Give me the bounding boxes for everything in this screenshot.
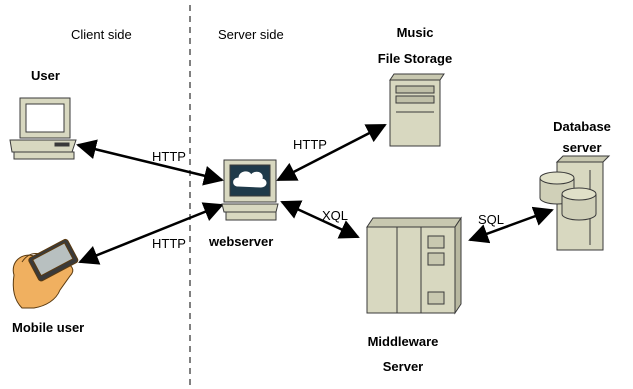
webserver-monitor-icon (221, 159, 279, 221)
arrow-middleware-database (468, 206, 554, 244)
xql-label: XQL (322, 208, 349, 223)
middleware-rack-icon (366, 216, 462, 315)
middleware-label-line2: Server (382, 359, 424, 374)
client-side-label: Client side (71, 27, 132, 42)
sql-label: SQL (478, 212, 505, 227)
mobile-http-label: HTTP (152, 236, 186, 251)
user-http-label: HTTP (152, 149, 186, 164)
desktop-computer-icon (9, 97, 77, 160)
database-label-line1: Database (553, 119, 611, 134)
storage-label-line2: File Storage (377, 51, 453, 66)
storage-label-line1: Music (396, 25, 434, 40)
arrow-mobile-webserver (78, 202, 224, 265)
storage-http-label: HTTP (293, 137, 327, 152)
file-storage-tower-icon (389, 73, 445, 147)
mobile-user-label: Mobile user (12, 320, 85, 335)
arrow-user-webserver (76, 139, 224, 186)
arrow-webserver-middleware (280, 200, 360, 239)
database-label-line2: server (562, 140, 602, 155)
arrow-webserver-storage (276, 123, 387, 182)
webserver-label: webserver (209, 234, 274, 249)
middleware-label-line1: Middleware (367, 334, 439, 349)
database-server-icon (539, 155, 611, 251)
user-label: User (31, 68, 60, 83)
pda-hand-icon (12, 238, 79, 309)
server-side-label: Server side (218, 27, 284, 42)
